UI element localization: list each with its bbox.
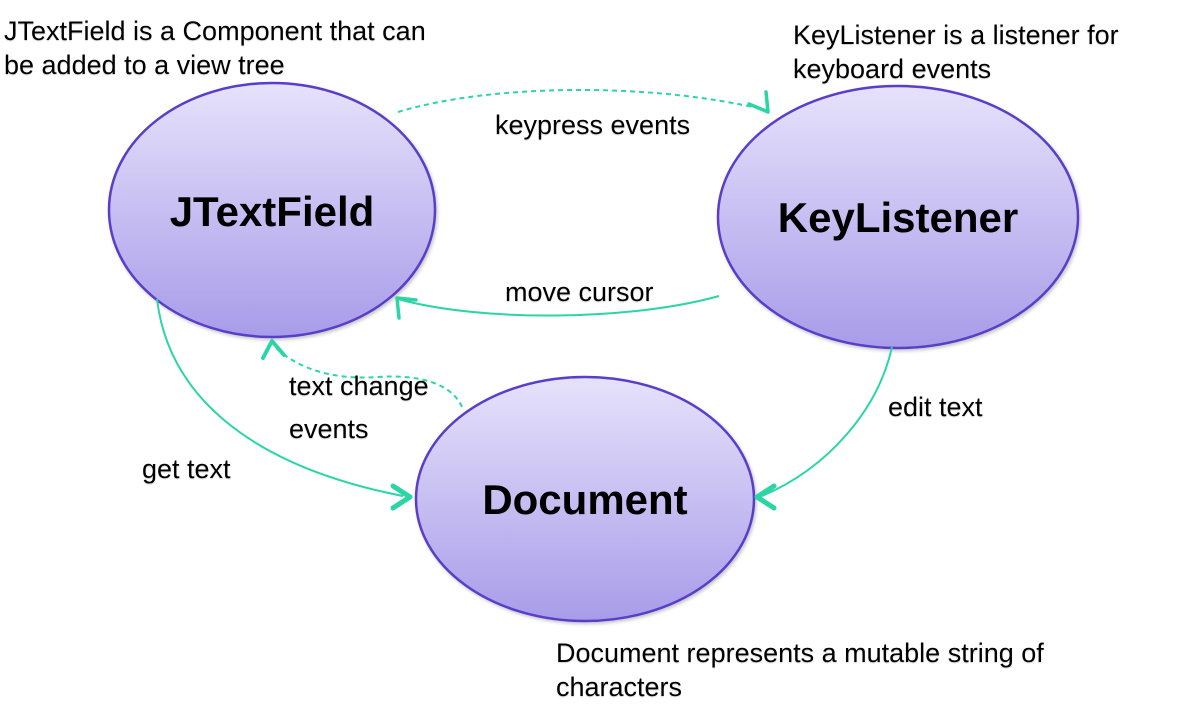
edge-label-text-change-line1: text change [289, 371, 429, 401]
annotation-document-line1: Document represents a mutable string of [556, 638, 1044, 668]
edge-text-change-events-path [275, 347, 463, 408]
edge-edit-text-arrowhead-icon [754, 483, 777, 511]
edge-label-edit-text: edit text [888, 392, 983, 422]
edge-label-get-text: get text [142, 454, 231, 484]
edge-move-cursor-path [397, 295, 720, 317]
edge-group [156, 89, 893, 511]
edge-move-cursor-arrowhead-icon [395, 296, 418, 320]
edge-label-keypress-events: keypress events [495, 110, 691, 140]
edge-get-text-path [156, 298, 404, 497]
annotation-jtextfield: JTextField is a Component that can be ad… [4, 14, 426, 82]
annotation-keylistener-line1: KeyListener is a listener for [793, 20, 1119, 50]
annotation-keylistener: KeyListener is a listener for keyboard e… [793, 18, 1119, 86]
node-document [414, 375, 756, 623]
edge-label-text-change-line2: events [289, 414, 369, 444]
node-jtextfield [107, 81, 437, 339]
edge-edit-text-path [761, 346, 893, 497]
edge-keypress-events-arrowhead-icon [747, 90, 770, 114]
edge-label-move-cursor: move cursor [505, 277, 654, 307]
node-keylistener-label: KeyListener [778, 194, 1018, 241]
annotation-document-line2: characters [556, 672, 683, 702]
annotation-keylistener-line2: keyboard events [793, 54, 992, 84]
node-jtextfield-label: JTextField [170, 188, 375, 235]
annotation-jtextfield-line2: be added to a view tree [4, 50, 285, 80]
annotation-document: Document represents a mutable string of … [556, 636, 1044, 704]
annotation-jtextfield-line1: JTextField is a Component that can [4, 16, 426, 46]
edge-text-change-events-arrowhead-icon [261, 339, 286, 360]
node-document-label: Document [482, 476, 687, 523]
node-keylistener [716, 84, 1080, 350]
edge-get-text-arrowhead-icon [390, 483, 413, 511]
